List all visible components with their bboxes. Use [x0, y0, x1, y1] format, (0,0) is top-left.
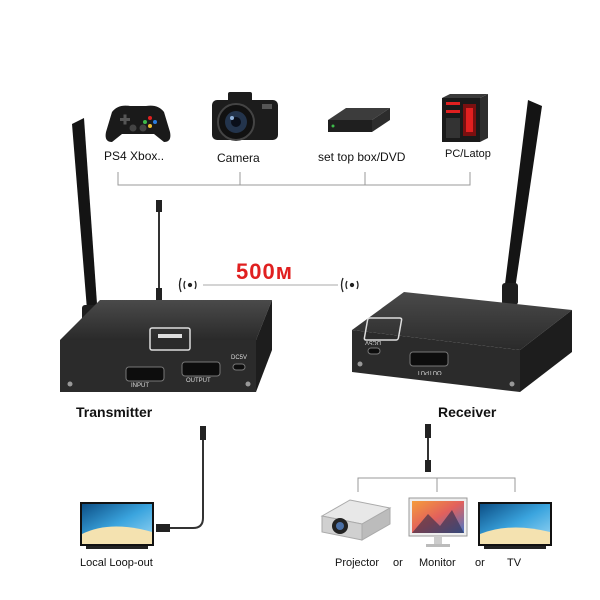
local-loopout-label: Local Loop-out — [80, 557, 153, 569]
local-monitor-icon — [80, 502, 154, 549]
transmitter-output-label: OUTPUT — [186, 378, 211, 384]
receiver-output-label: OUTPUT — [417, 369, 442, 375]
transmitter-output-port — [181, 361, 221, 377]
receiver-label: Receiver — [438, 404, 497, 420]
source-label-camera: Camera — [217, 151, 260, 165]
source-bracket — [117, 172, 471, 186]
distance-label: 500м — [236, 259, 293, 284]
display-label-monitor: Monitor — [419, 557, 456, 569]
loopout-cable — [156, 426, 206, 532]
monitor-icon — [408, 497, 468, 547]
separator-or-2: or — [475, 557, 485, 569]
transmitter-antenna — [72, 118, 98, 327]
receiver-power-label: DC5V — [365, 339, 382, 345]
transmitter-input-label: INPUT — [131, 383, 149, 389]
receiver-power-port — [367, 347, 381, 355]
gamepad-icon — [105, 105, 171, 142]
wireless-wave-left-icon — [178, 277, 197, 293]
source-label-pc: PC/Latop — [445, 148, 491, 160]
projector-icon — [320, 499, 392, 541]
transmitter-power-port — [232, 363, 246, 371]
input-cable — [156, 200, 162, 302]
source-label-set-top-box: set top box/DVD — [318, 150, 406, 164]
wireless-wave-right-icon — [340, 277, 359, 293]
camera-icon — [212, 92, 278, 141]
transmitter-input-port — [125, 366, 165, 382]
display-label-tv: TV — [507, 557, 522, 569]
receiver-antenna — [502, 100, 542, 305]
receiver-output-cable — [425, 424, 431, 472]
receiver-device — [352, 100, 572, 392]
transmitter-device — [60, 118, 272, 392]
pc-tower-icon — [442, 94, 488, 142]
tv-icon — [478, 502, 552, 549]
set-top-box-icon — [328, 108, 390, 132]
display-bracket — [357, 477, 516, 492]
transmitter-power-label: DC5V — [231, 355, 248, 361]
transmitter-label: Transmitter — [76, 404, 153, 420]
source-label-gamepad: PS4 Xbox.. — [104, 149, 165, 163]
display-label-projector: Projector — [335, 557, 380, 569]
separator-or-1: or — [393, 557, 403, 569]
receiver-output-port — [409, 351, 449, 367]
